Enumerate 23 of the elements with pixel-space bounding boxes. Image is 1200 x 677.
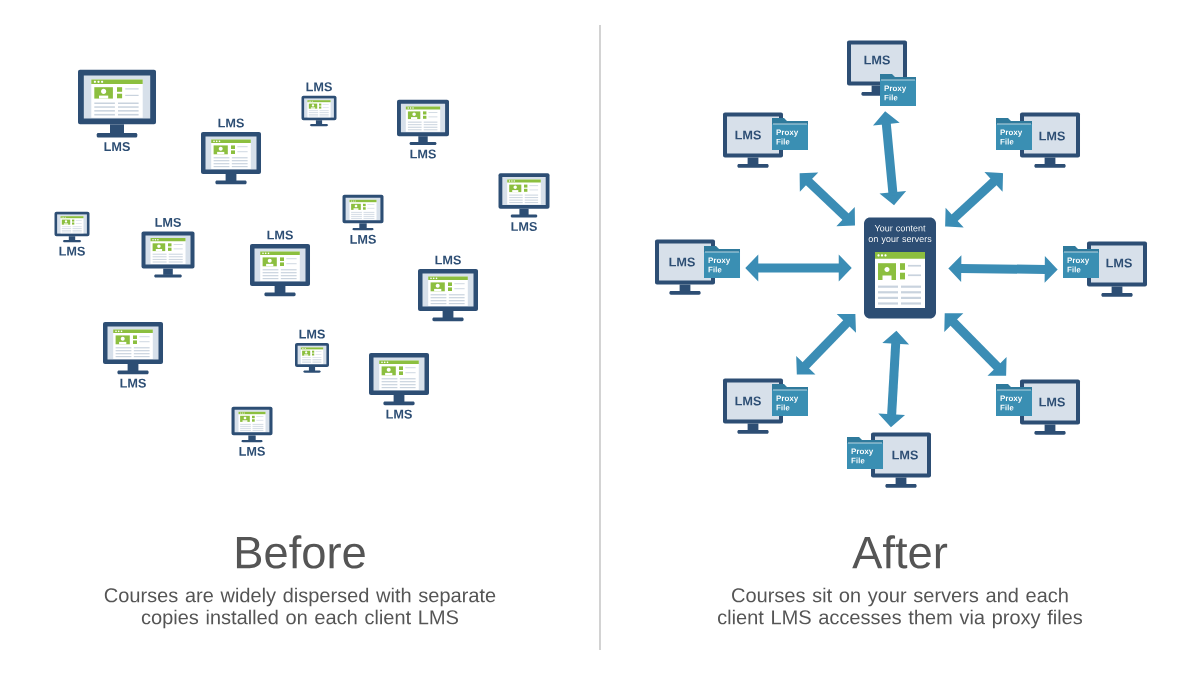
heading: After: [852, 535, 948, 569]
monitor-label: LMS: [239, 446, 265, 456]
monitor-label: LMS: [386, 409, 412, 419]
monitor-label: LMS: [155, 217, 181, 227]
monitor-label: LMS: [59, 246, 85, 256]
monitor-label: LMS: [267, 230, 293, 240]
monitor-label: LMS: [299, 329, 325, 339]
caption: Courses sit on your servers and each client LMS accesses them via proxy files: [718, 587, 1083, 629]
heading: Before: [236, 535, 365, 569]
folder-label: Proxy File: [880, 74, 916, 106]
monitor-label: LMS: [306, 82, 332, 92]
double-arrow: [944, 313, 1007, 376]
monitor-label: LMS: [104, 142, 130, 152]
monitor-label: LMS: [120, 378, 146, 388]
monitor-label: LMS: [435, 255, 461, 265]
monitor-label: LMS: [218, 118, 244, 128]
monitor-label: LMS: [350, 234, 376, 244]
monitor-label: LMS: [511, 222, 537, 231]
double-arrow: [799, 172, 855, 227]
caption: Courses are widely dispersed with separate copies installed on each client LMS: [104, 587, 496, 629]
double-arrow: [796, 314, 856, 375]
monitor-label: LMS: [410, 149, 436, 159]
double-arrow: [745, 254, 852, 282]
